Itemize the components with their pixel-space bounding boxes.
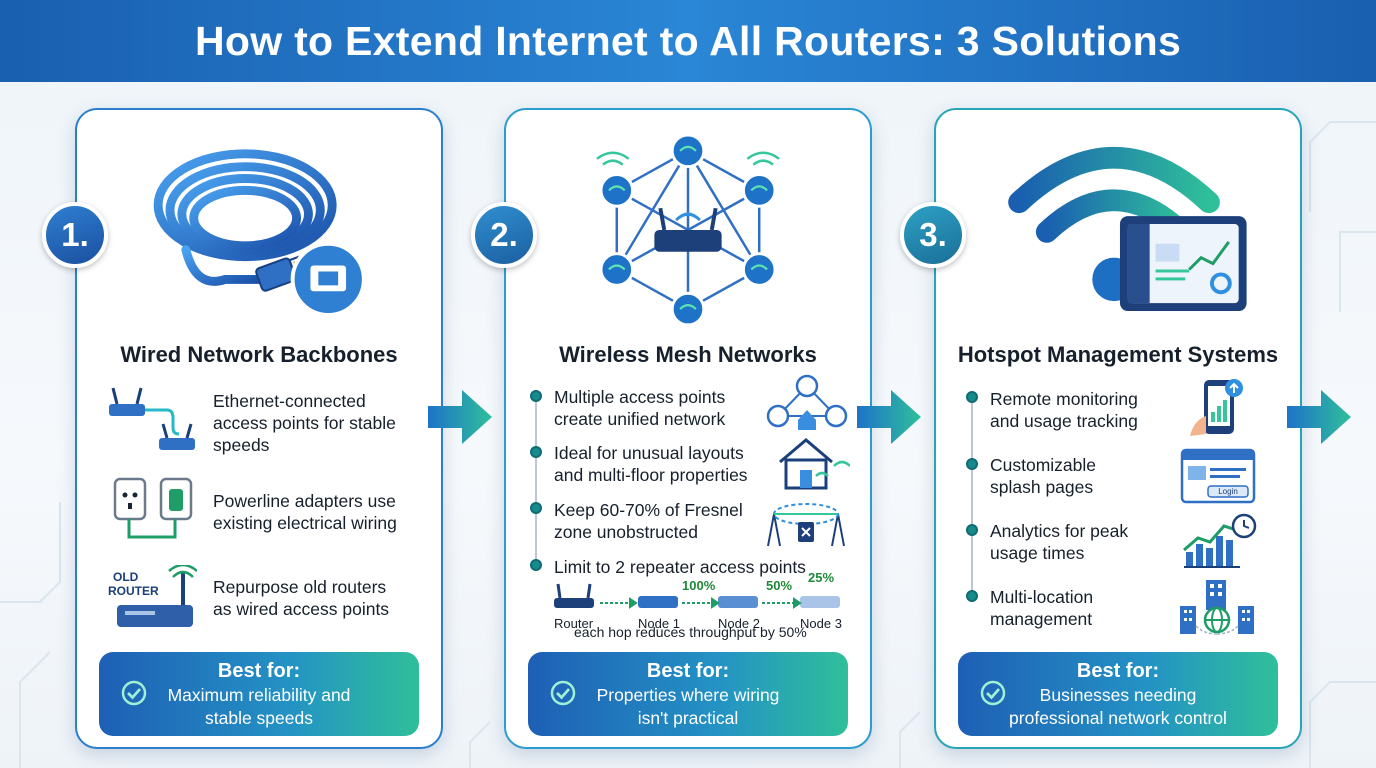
power-outlet-icon: [113, 477, 193, 539]
best-for-title: Best for:: [646, 660, 730, 682]
feature-repeater-limit: Limit to 2 repeater access points: [554, 557, 806, 577]
feature-multi-location: Multi-location management: [990, 587, 1094, 629]
best-for-panel: Best for: Maximum reliability and stable…: [99, 652, 419, 736]
chain-caption: each hop reduces throughput by 50%: [574, 624, 807, 640]
arrow-right-icon: [1287, 390, 1351, 444]
feature-repurpose: Repurpose old routers as wired access po…: [213, 577, 390, 619]
feature-unusual-layouts: Ideal for unusual layouts and multi-floo…: [554, 443, 748, 485]
best-for-line: Maximum reliability and: [167, 685, 351, 705]
solution-card-mesh: Wireless Mesh Networks Multiple access p…: [504, 108, 872, 749]
card-title: Hotspot Management Systems: [957, 342, 1279, 367]
best-for-panel: Best for: Properties where wiring isn't …: [528, 652, 848, 736]
mesh-home-icon: [766, 374, 848, 430]
bullet-dot: [530, 446, 542, 458]
throughput-label: 50%: [766, 578, 793, 593]
feature-ethernet: Ethernet-connected access points for sta…: [213, 391, 396, 455]
card-title: Wired Network Backbones: [120, 342, 398, 367]
bullet-dot: [966, 524, 978, 536]
feature-powerline: Powerline adapters use existing electric…: [213, 491, 397, 533]
chain-node-label: Node 1: [638, 616, 680, 631]
best-for-line: Properties where wiring: [596, 685, 780, 705]
bullet-dot: [530, 390, 542, 402]
best-for-line: stable speeds: [205, 708, 313, 728]
best-for-line: professional network control: [1009, 708, 1227, 728]
feature-remote-monitoring: Remote monitoring and usage tracking: [990, 389, 1138, 431]
timeline-line: [535, 400, 537, 570]
arrow-right-icon: [428, 390, 492, 444]
bullet-dot: [966, 458, 978, 470]
bullet-dot: [966, 590, 978, 602]
connected-routers-icon: [109, 387, 195, 450]
throughput-label: 25%: [808, 570, 835, 585]
check-circle-icon: [550, 680, 576, 706]
house-wifi-icon: [779, 438, 850, 490]
best-for-panel: Best for: Businesses needing professiona…: [958, 652, 1278, 736]
bullet-dot: [530, 559, 542, 571]
bullet-dot: [530, 502, 542, 514]
fresnel-zone-icon: [767, 503, 845, 547]
arrow-right-icon: [857, 390, 921, 444]
phone-chart-icon: [1190, 379, 1243, 436]
chain-node-label: Router: [554, 616, 594, 631]
solution-card-hotspot: Hotspot Management Systems Remote monito…: [934, 108, 1302, 749]
step-badge-3: 3.: [900, 202, 966, 268]
step-badge-2: 2.: [471, 202, 537, 268]
solution-card-wired: Wired Network Backbones Ethernet-connect…: [75, 108, 443, 749]
bullet-dot: [966, 391, 978, 403]
step-badge-1: 1.: [42, 202, 108, 268]
feature-fresnel: Keep 60-70% of Fresnel zone unobstructed: [554, 500, 743, 542]
chain-node-label: Node 2: [718, 616, 760, 631]
wifi-dashboard-icon: [1008, 146, 1247, 312]
best-for-line: Businesses needing: [1039, 685, 1197, 705]
splash-page-icon: Login: [1180, 448, 1256, 504]
best-for-line: isn't practical: [637, 708, 739, 728]
feature-multiple-ap: Multiple access points create unified ne…: [554, 387, 726, 429]
analytics-chart-icon: [1183, 513, 1257, 568]
feature-analytics: Analytics for peak usage times: [990, 521, 1129, 563]
check-circle-icon: [980, 680, 1006, 706]
ethernet-cable-icon: [153, 149, 366, 317]
throughput-label: 100%: [682, 578, 716, 593]
splash-login-button: Login: [1218, 487, 1238, 496]
background-circuit-lines: [0, 121, 1376, 768]
feature-splash-pages: Customizable splash pages: [990, 455, 1097, 497]
repeater-chain: 100% 50% 25% Router Node 1 Node 2 Node 3: [546, 570, 856, 640]
page-title: How to Extend Internet to All Routers: 3…: [194, 17, 1182, 64]
best-for-title: Best for:: [217, 660, 301, 682]
buildings-globe-icon: [1180, 580, 1254, 635]
timeline-line: [971, 400, 973, 600]
best-for-title: Best for:: [1076, 660, 1160, 682]
chain-node-label: Node 3: [800, 616, 842, 631]
check-circle-icon: [121, 680, 147, 706]
old-router-icon: OLD ROUTER: [107, 565, 197, 635]
card-title: Wireless Mesh Networks: [559, 342, 817, 367]
page-header: How to Extend Internet to All Routers: 3…: [0, 0, 1376, 82]
mesh-network-icon: [596, 133, 780, 327]
